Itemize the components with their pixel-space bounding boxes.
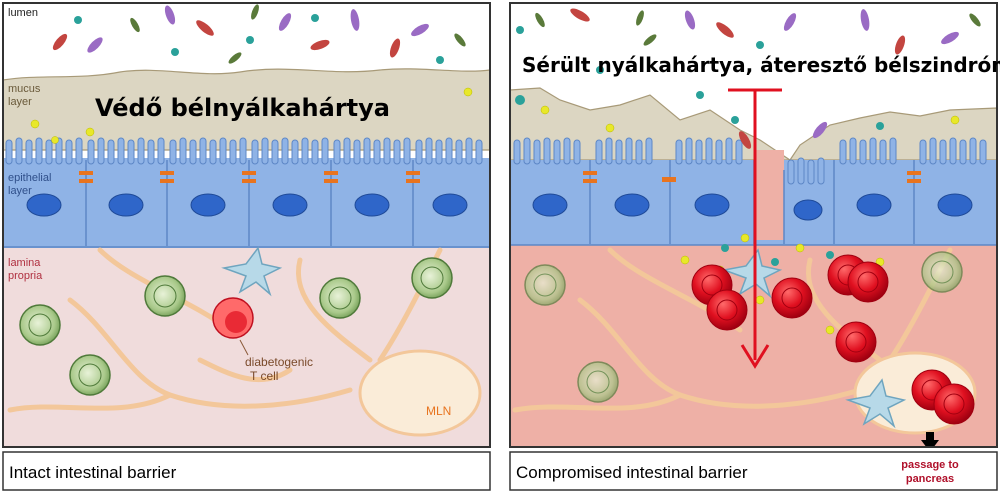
immune-cells-right — [524, 251, 963, 403]
mucus-layer — [3, 68, 490, 151]
label-mucus-2: layer — [8, 96, 32, 108]
label-mucus-1: mucus — [8, 83, 41, 95]
dendritic-cell-mln — [845, 378, 907, 429]
label-lamina-1: lamina — [8, 257, 41, 269]
label-lumen: lumen — [8, 7, 38, 19]
left-panel — [3, 3, 490, 447]
left-caption-box — [2, 451, 491, 491]
right-panel — [510, 3, 997, 447]
label-epithelial-2: layer — [8, 185, 32, 197]
mln-node — [358, 349, 482, 437]
label-epithelial-1: epithelial — [8, 172, 51, 184]
right-panel-border — [509, 2, 998, 448]
tight-junctions — [79, 171, 420, 183]
label-lamina-2: propria — [8, 270, 43, 282]
tcell-pointer — [239, 339, 249, 356]
mln-label: MLN — [426, 404, 451, 418]
right-caption-box — [509, 451, 998, 491]
right-caption: Compromised intestinal barrier — [516, 463, 748, 482]
tight-junctions-right — [583, 171, 921, 183]
immune-cells-left — [19, 257, 453, 396]
bacteria-left — [30, 4, 473, 144]
left-overlay-title: Védő bélnyálkahártya — [95, 94, 390, 122]
left-caption: Intact intestinal barrier — [9, 463, 177, 482]
right-overlay-title: Sérült nyálkahártya, áteresztő bélszindr… — [522, 53, 1000, 77]
tcell-nucleus — [225, 311, 247, 333]
dendritic-cell-left — [221, 246, 283, 297]
diabetogenic-tcells-right — [691, 254, 975, 425]
epithelial-layer — [3, 137, 490, 248]
tcell-label-2: T cell — [250, 369, 278, 383]
passage-label-1: passage to — [901, 459, 959, 471]
left-panel-border — [2, 2, 491, 448]
tcell-label-1: diabetogenic — [245, 355, 313, 369]
leakage-arrow — [728, 88, 782, 369]
passage-label-2: pancreas — [906, 473, 954, 485]
passage-arrow — [921, 432, 939, 447]
